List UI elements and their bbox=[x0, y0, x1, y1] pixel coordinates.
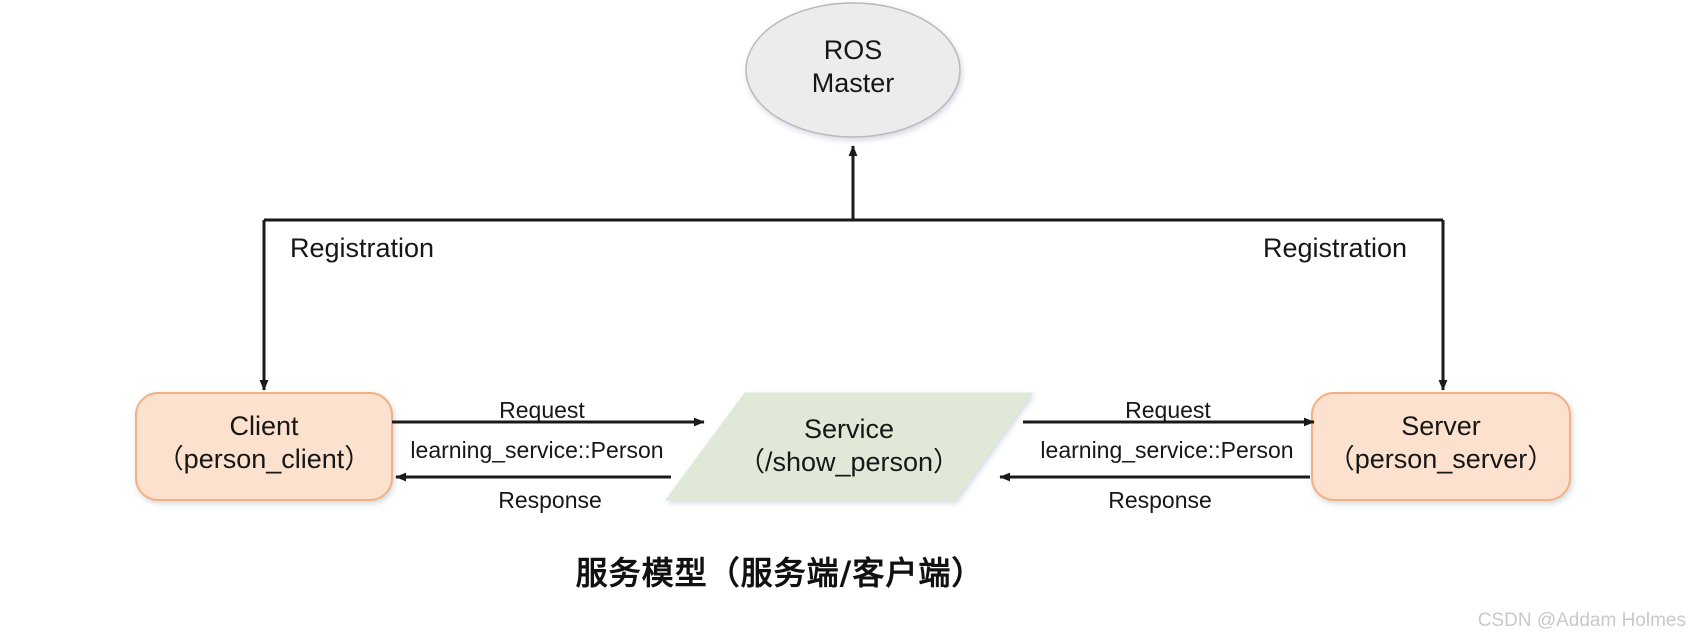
node-ros-master-shape bbox=[745, 2, 961, 138]
node-ros-master-label: ROS Master bbox=[753, 34, 953, 100]
edge-label-right-type: learning_service::Person bbox=[1040, 437, 1294, 463]
edge-label-left-request: Request bbox=[499, 397, 585, 423]
diagram-caption: 服务模型（服务端/客户端） bbox=[575, 554, 985, 592]
node-service-label: Service （/show_person） bbox=[709, 413, 989, 479]
node-server-label: Server （person_server） bbox=[1312, 410, 1570, 476]
registration-label-left: Registration bbox=[290, 233, 435, 263]
edge-label-left-response: Response bbox=[498, 487, 602, 513]
node-client-line2: （person_client） bbox=[156, 443, 372, 474]
node-server-shape bbox=[1311, 392, 1571, 501]
node-ros-master-line1: ROS bbox=[823, 35, 883, 65]
node-service-line1: Service bbox=[803, 414, 895, 444]
watermark: CSDN @Addam Holmes bbox=[1477, 610, 1686, 631]
node-client-shape bbox=[135, 392, 393, 501]
edge-label-left-type: learning_service::Person bbox=[410, 437, 664, 463]
node-service-shape bbox=[665, 392, 1033, 501]
node-service-line2: （/show_person） bbox=[737, 446, 961, 477]
node-server-line2: （person_server） bbox=[1327, 443, 1555, 474]
registration-label-right: Registration bbox=[1263, 233, 1408, 263]
edge-label-right-request: Request bbox=[1125, 397, 1211, 423]
node-ros-master-line2: Master bbox=[811, 67, 895, 98]
edge-label-right-response: Response bbox=[1108, 487, 1212, 513]
node-client-line1: Client bbox=[229, 411, 299, 441]
node-server-line1: Server bbox=[1401, 411, 1481, 441]
node-client-label: Client （person_client） bbox=[136, 410, 392, 476]
